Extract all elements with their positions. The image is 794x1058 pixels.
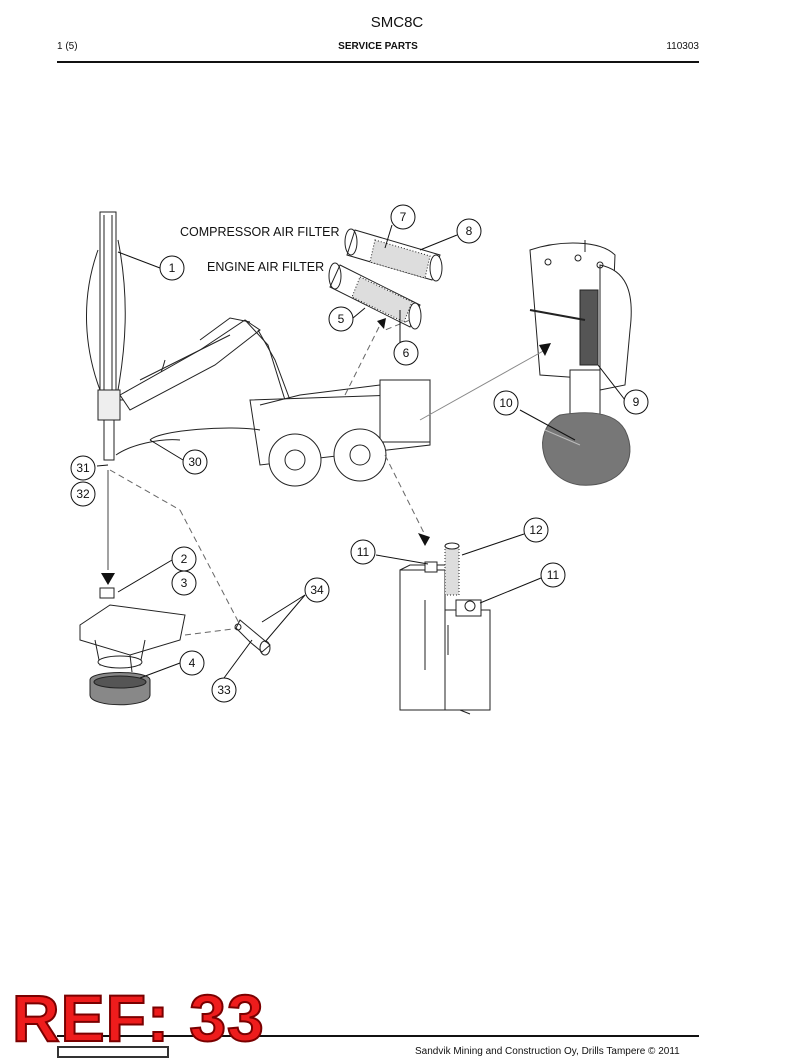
callout-leaders [96,224,626,679]
svg-text:11: 11 [357,545,370,559]
svg-text:6: 6 [403,346,410,360]
svg-text:31: 31 [76,461,90,475]
callout-7: 7 [390,204,416,230]
svg-text:30: 30 [188,455,202,469]
callout-31: 31 [70,455,96,481]
callout-8: 8 [456,218,482,244]
callout-6: 6 [393,340,419,366]
callout-9: 9 [623,389,649,415]
page-number: 1 (5) [57,41,78,52]
compressor-air-filter-label: COMPRESSOR AIR FILTER [180,225,340,239]
callout-bubbles: 1 2 3 4 5 6 7 8 9 10 11 11 12 30 31 32 3… [70,204,649,703]
drill-mast-drawing [85,211,166,461]
callout-12: 12 [523,517,549,543]
arrow-heads [101,318,551,585]
carrier-drawing [115,379,431,487]
svg-text:3: 3 [181,576,188,590]
callout-11-left: 11 [350,539,376,565]
callout-1: 1 [159,255,185,281]
callout-30: 30 [182,449,208,475]
svg-text:5: 5 [338,312,345,326]
svg-text:12: 12 [529,523,543,537]
dust-collector-leader [419,349,546,421]
reference-stamp: REF: 33 [11,981,265,1055]
callout-32: 32 [70,481,96,507]
svg-text:1: 1 [169,261,176,275]
svg-text:9: 9 [633,395,640,409]
tank-drawing [399,542,491,715]
boom-drawing [119,317,291,411]
footer-rule [57,1035,699,1037]
rod-guide-drawing [79,587,186,706]
compressor-air-filter-drawing [344,228,443,282]
document-title: SMC8C [370,14,424,31]
dust-collector-drawing [529,240,632,486]
svg-text:34: 34 [310,583,324,597]
svg-text:33: 33 [217,683,231,697]
svg-text:7: 7 [400,210,407,224]
nozzle-drawing [234,619,271,656]
callout-3: 3 [171,570,197,596]
callout-11-right: 11 [540,562,566,588]
callout-4: 4 [179,650,205,676]
callout-33: 33 [211,677,237,703]
svg-text:8: 8 [466,224,473,238]
svg-text:4: 4 [189,656,196,670]
leader-lines [109,319,426,636]
header-rule [57,61,699,63]
svg-text:32: 32 [76,487,90,501]
engine-air-filter-drawing [328,262,422,330]
svg-text:10: 10 [499,396,513,410]
header-row: 1 (5) SERVICE PARTS 110303 [57,41,699,55]
date-code: 110303 [666,41,699,52]
engine-air-filter-label: ENGINE AIR FILTER [207,260,324,274]
footer-copyright: Sandvik Mining and Construction Oy, Dril… [415,1046,680,1057]
callout-2: 2 [171,546,197,572]
callout-10: 10 [493,390,519,416]
svg-text:11: 11 [547,568,560,582]
section-title: SERVICE PARTS [338,41,418,52]
svg-text:2: 2 [181,552,188,566]
callout-34: 34 [304,577,330,603]
callout-5: 5 [328,306,354,332]
